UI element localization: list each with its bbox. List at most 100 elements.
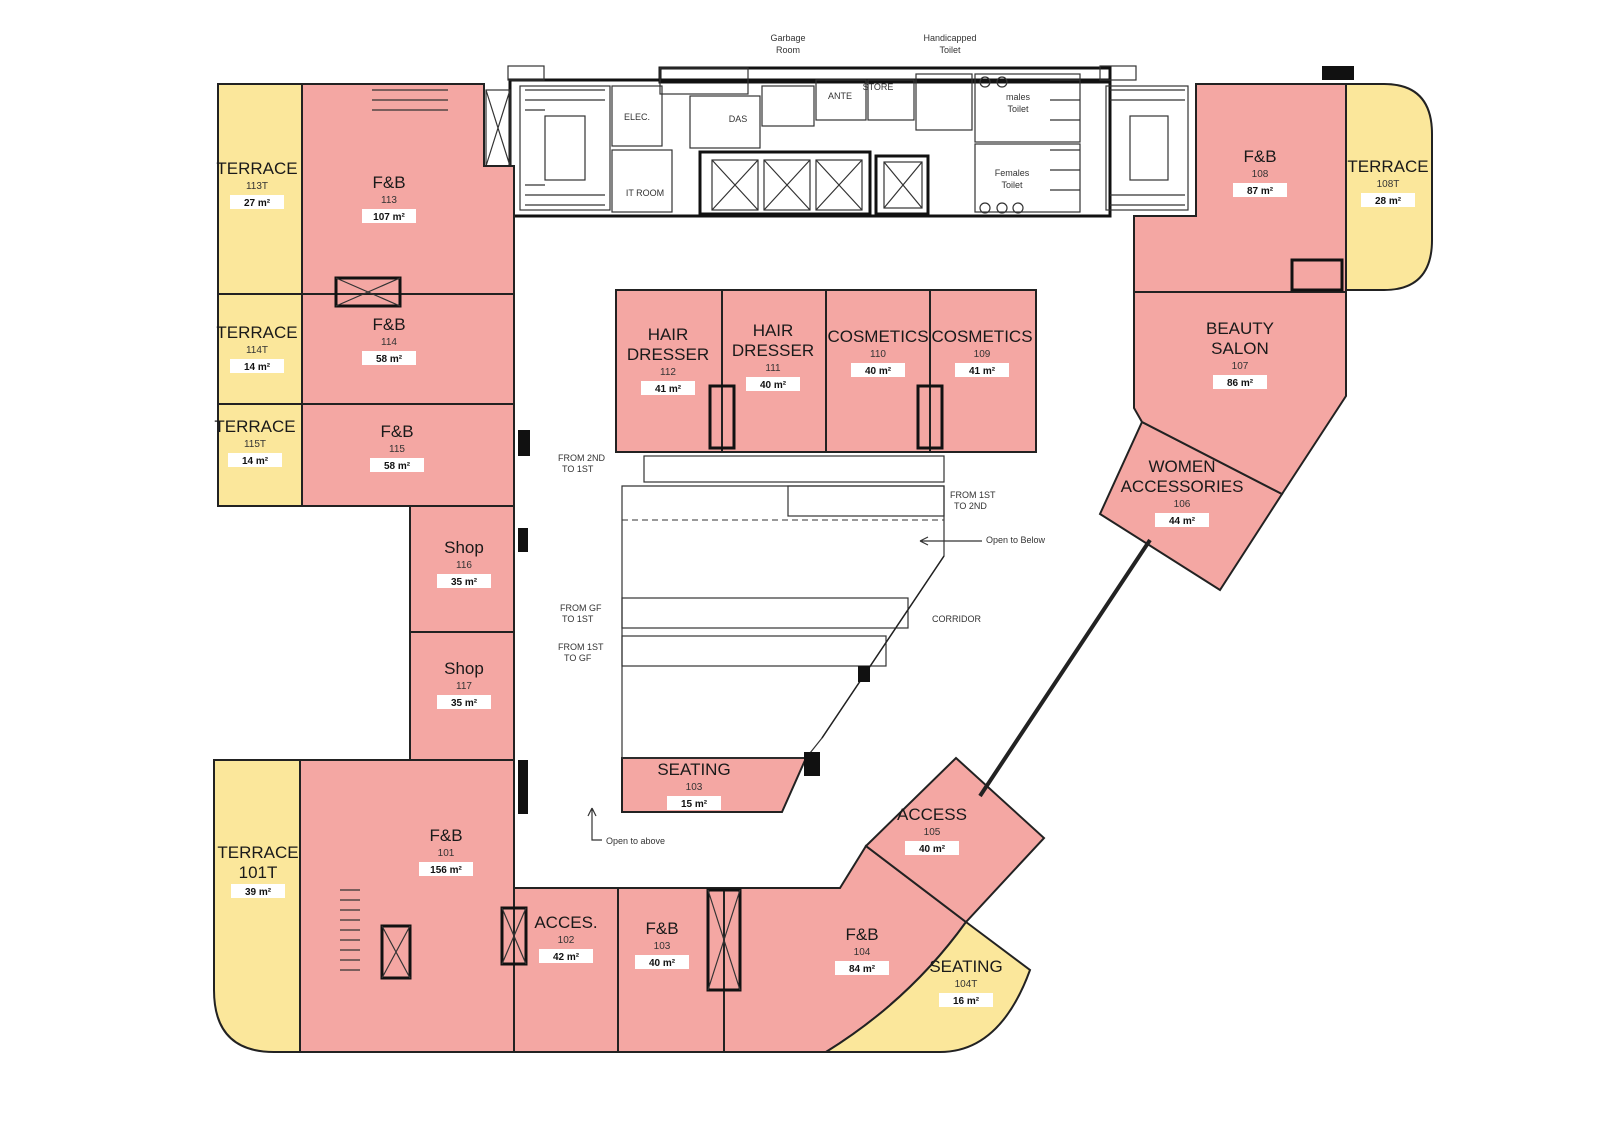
unit-name-label: TERRACE — [214, 417, 295, 436]
unit-108t[interactable] — [1345, 83, 1433, 291]
area-tag-bg — [370, 458, 424, 472]
escalator-note-gf-1st-2: TO 1ST — [562, 614, 594, 624]
unit-number-label: 108 — [1252, 169, 1269, 180]
area-tag-bg — [1361, 193, 1415, 207]
unit-area-label: 58 m² — [376, 354, 403, 365]
store-label: STORE — [863, 82, 894, 92]
unit-number-label: 105 — [924, 827, 941, 838]
area-tag-bg — [955, 363, 1009, 377]
unit-name-label: F&B — [372, 173, 405, 192]
unit-name-label: Shop — [444, 538, 484, 557]
unit-number-label: 109 — [974, 349, 991, 360]
escalator-note-1st-2nd-2: TO 2ND — [954, 501, 987, 511]
unit-number-label: 117 — [456, 681, 472, 692]
area-tag-bg — [362, 351, 416, 365]
unit-name-label: TERRACE — [216, 159, 297, 178]
unit-101t[interactable] — [213, 759, 301, 1053]
service-core: Garbage Room Handicapped Toilet ELEC. DA… — [485, 33, 1354, 218]
unit-name-label-2: ACCESSORIES — [1121, 477, 1244, 496]
open-to-below-note: Open to Below — [986, 535, 1046, 545]
unit-name-label-2: DRESSER — [627, 345, 709, 364]
unit-115[interactable] — [301, 403, 515, 507]
tenant-units — [213, 83, 1433, 1053]
unit-area-label: 40 m² — [865, 366, 892, 377]
unit-area-label: 41 m² — [655, 384, 682, 395]
escalator-note-2nd-1st-2: TO 1ST — [562, 464, 594, 474]
fixtures — [334, 89, 1344, 992]
unit-name-label: F&B — [645, 919, 678, 938]
unit-name-label: BEAUTY — [1206, 319, 1274, 338]
unit-area-label: 40 m² — [760, 380, 787, 391]
unit-number-label: 107 — [1232, 361, 1249, 372]
unit-105[interactable] — [864, 756, 1046, 924]
unit-number-label: 104 — [854, 947, 871, 958]
unit-number-label: 115T — [244, 439, 266, 450]
unit-area-label: 84 m² — [849, 964, 876, 975]
anteroom-label: ANTE — [828, 91, 852, 101]
unit-area-label: 35 m² — [451, 577, 478, 588]
unit-number-label: 113 — [381, 195, 397, 206]
unit-name-label-2: SALON — [1211, 339, 1269, 358]
area-tag-bg — [1155, 513, 1209, 527]
area-tag-bg — [362, 209, 416, 223]
males-toilet-label-2: Toilet — [1007, 104, 1029, 114]
unit-area-label: 15 m² — [681, 799, 708, 810]
area-tag-bg — [231, 884, 285, 898]
unit-114[interactable] — [301, 293, 515, 405]
unit-area-label: 35 m² — [451, 698, 478, 709]
unit-name-label: F&B — [429, 826, 462, 845]
escalator-note-1st-gf-2: TO GF — [564, 653, 592, 663]
unit-area-label: 27 m² — [244, 198, 271, 209]
escalator-note-gf-1st: FROM GF — [560, 603, 602, 613]
escalator-note-2nd-1st: FROM 2ND — [558, 453, 606, 463]
it-room-label: IT ROOM — [626, 188, 664, 198]
area-tag-bg — [641, 381, 695, 395]
unit-name-label-2: 101T — [239, 863, 278, 882]
unit-104t[interactable] — [822, 920, 1032, 1053]
unit-area-label: 14 m² — [244, 362, 271, 373]
unit-area-label: 42 m² — [553, 952, 580, 963]
unit-area-label: 156 m² — [430, 865, 462, 876]
area-tag-bg — [1213, 375, 1267, 389]
das-room-label: DAS — [729, 114, 748, 124]
unit-name-label: WOMEN — [1148, 457, 1215, 476]
open-to-above-note: Open to above — [606, 836, 665, 846]
escalator-note-1st-2nd: FROM 1ST — [950, 490, 996, 500]
unit-113[interactable] — [301, 83, 515, 295]
area-tag-bg — [635, 955, 689, 969]
unit-101[interactable] — [299, 759, 515, 1053]
elec-room-label: ELEC. — [624, 112, 650, 122]
area-tag-bg — [905, 841, 959, 855]
unit-name-label: F&B — [380, 422, 413, 441]
unit-area-label: 107 m² — [373, 212, 405, 223]
unit-name-label: COSMETICS — [827, 327, 928, 346]
garbage-room-label: Garbage — [770, 33, 805, 43]
escalator-note-1st-gf: FROM 1ST — [558, 642, 604, 652]
unit-area-label: 40 m² — [649, 958, 676, 969]
unit-number-label: 102 — [558, 935, 575, 946]
unit-number-label: 113T — [246, 181, 268, 192]
area-tag-bg — [228, 453, 282, 467]
handicapped-toilet-label-2: Toilet — [939, 45, 961, 55]
unit-name-label: SEATING — [929, 957, 1002, 976]
unit-number-label: 111 — [765, 363, 781, 374]
unit-name-label: TERRACE — [217, 843, 298, 862]
unit-number-label: 101 — [438, 848, 455, 859]
corridor-label: CORRIDOR — [932, 614, 981, 624]
central-void: FROM 2ND TO 1ST FROM 1ST TO 2ND Open to … — [558, 453, 1046, 846]
unit-name-label: TERRACE — [216, 323, 297, 342]
handicapped-toilet-label: Handicapped — [923, 33, 976, 43]
unit-name-label: Shop — [444, 659, 484, 678]
unit-name-label: F&B — [845, 925, 878, 944]
area-tag-bg — [437, 695, 491, 709]
unit-number-label: 115 — [389, 444, 405, 455]
unit-name-label: ACCES. — [534, 913, 597, 932]
area-tag-bg — [419, 862, 473, 876]
unit-number-label: 114 — [381, 337, 397, 348]
unit-number-label: 103 — [686, 782, 703, 793]
area-tag-bg — [1233, 183, 1287, 197]
unit-area-label: 86 m² — [1227, 378, 1254, 389]
area-tag-bg — [230, 195, 284, 209]
